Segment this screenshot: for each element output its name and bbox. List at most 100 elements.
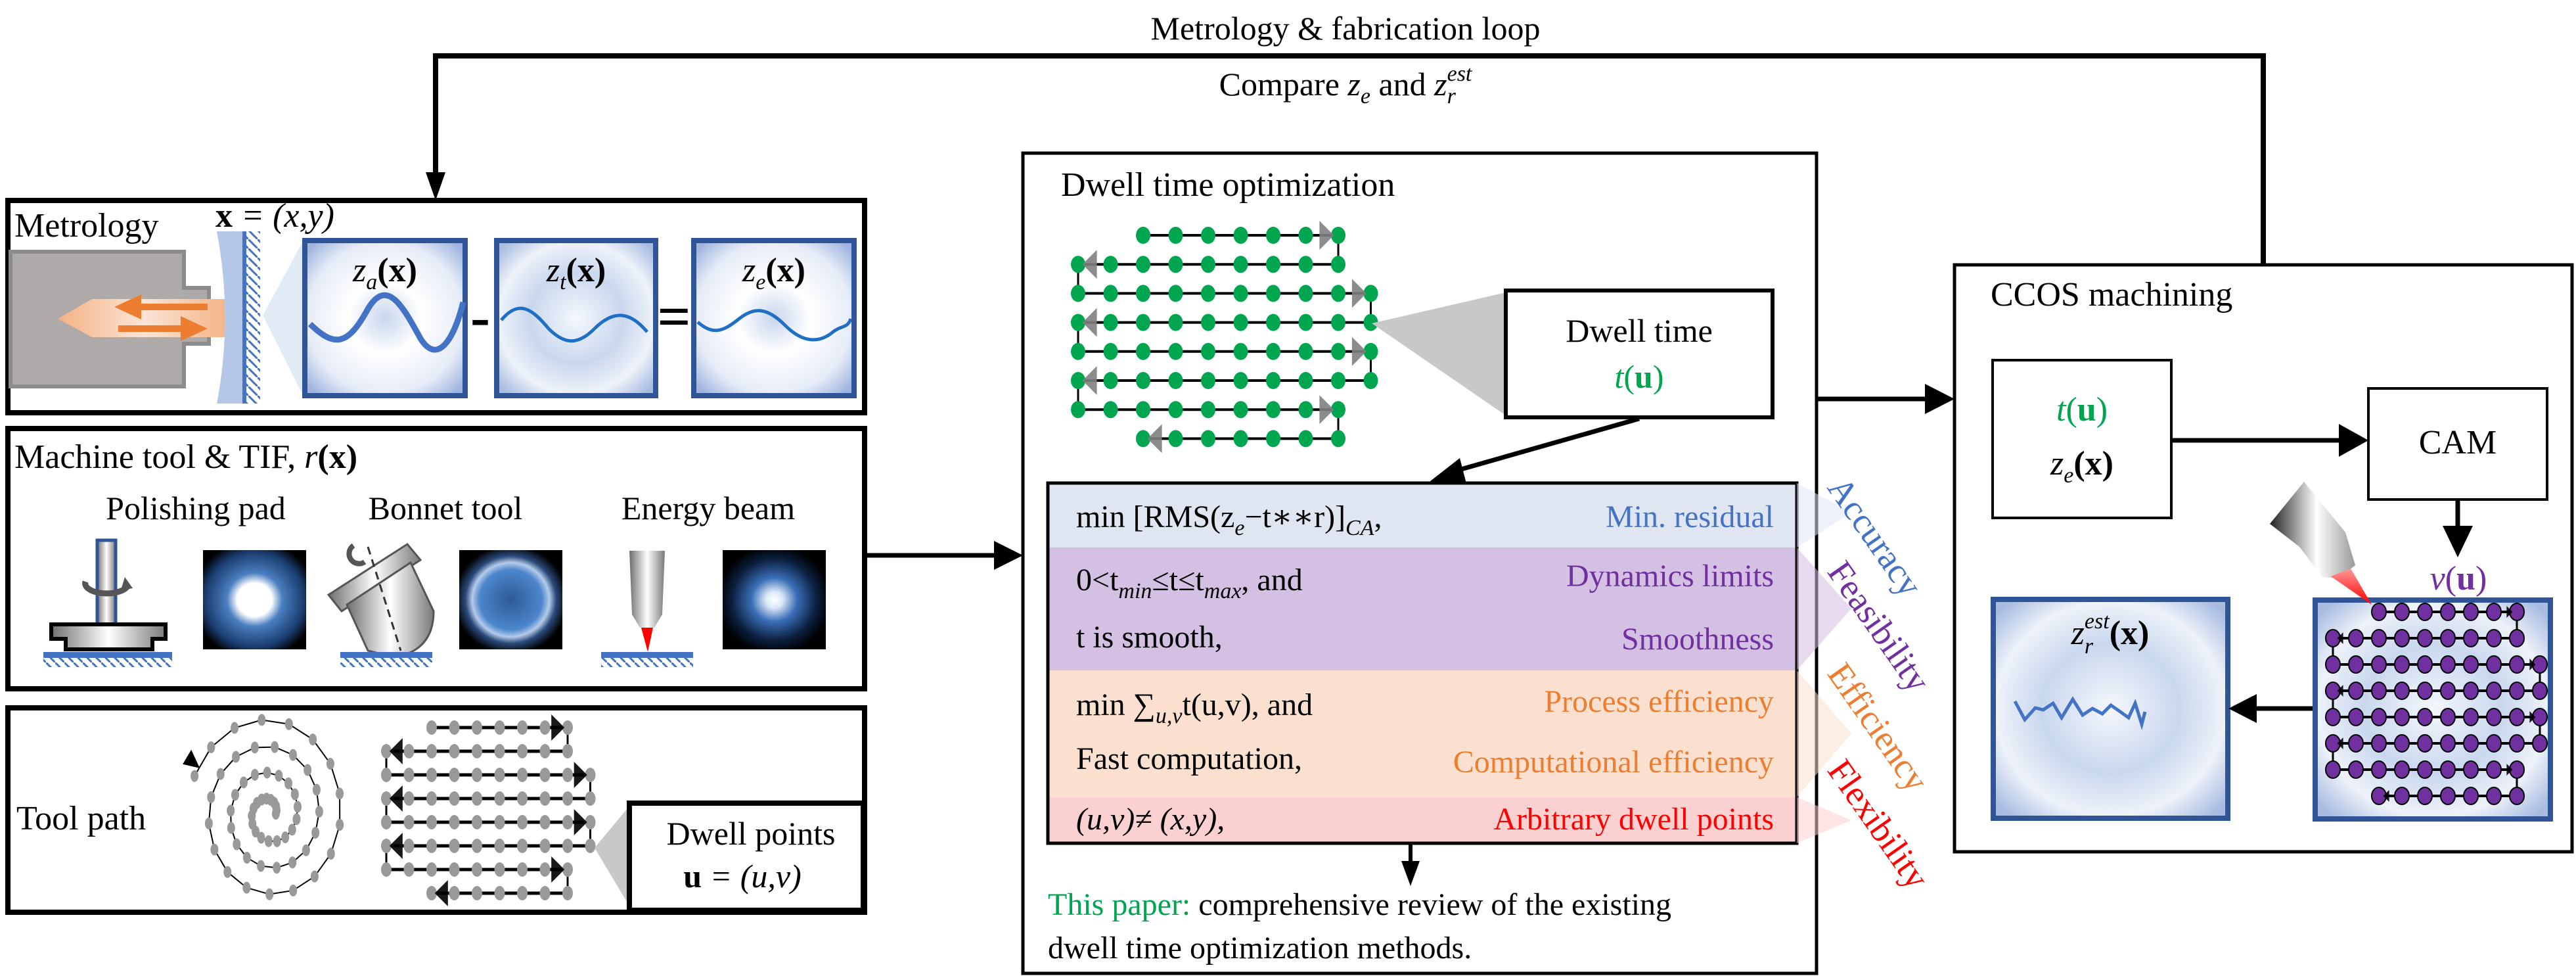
dwell-point [494, 791, 505, 806]
dwell-point [1233, 372, 1248, 389]
loop-title: Metrology & fabrication loop [1151, 10, 1541, 47]
dwell-point [381, 744, 392, 758]
arrowhead-dwelltime-to-formulas [1427, 458, 1466, 484]
dwell-time-label: Dwell time [1566, 312, 1713, 349]
dwell-point [2440, 760, 2456, 779]
dwell-point [472, 839, 482, 853]
criterion-arbitrary-dwell-points: Arbitrary dwell points [1493, 802, 1774, 837]
dwell-point [2463, 682, 2479, 700]
dwell-point [494, 839, 505, 853]
dwell-point [517, 886, 528, 900]
dwell-point [517, 815, 528, 829]
category-arrow-feasibility [1797, 547, 1851, 670]
objective-feasibility-formula: 0<tmin≤t≤tmax, and [1076, 563, 1303, 603]
ccos-title: CCOS machining [1991, 276, 2232, 314]
dwell-point [2371, 655, 2387, 674]
dwell-point [562, 886, 573, 900]
band-accuracy [1048, 483, 1797, 547]
dwell-point [1103, 256, 1118, 273]
objective-accuracy-formula: min [RMS(ze−t∗∗r)]CA, [1076, 500, 1382, 540]
dwell-point [242, 881, 251, 894]
dwell-point [1298, 401, 1313, 419]
dwell-point [2463, 734, 2479, 753]
dwell-point [257, 860, 265, 872]
direction-arrow [574, 809, 587, 835]
interferometer-icon [9, 250, 230, 388]
objective-efficiency-formula: min ∑u,vt(u,v), and [1076, 687, 1313, 728]
dwell-point [1103, 342, 1118, 360]
dwell-point [2417, 655, 2433, 674]
surface-map-zt: zt(x) [494, 238, 658, 398]
dwell-point [403, 744, 415, 758]
category-arrow-efficiency [1797, 670, 1851, 797]
dwell-point [288, 856, 297, 869]
arrowhead-cam-to-feed [2443, 526, 2473, 557]
dwell-point [2440, 655, 2456, 674]
dwell-point [449, 720, 460, 735]
machining-feed-grid [2325, 603, 2548, 805]
dwell-point [2440, 629, 2456, 647]
dwell-point [449, 839, 460, 853]
dwell-point [1136, 256, 1150, 273]
equals-operator: = [657, 285, 690, 350]
dwell-point [1266, 227, 1280, 244]
dwell-point [426, 791, 437, 806]
dwell-point [315, 805, 323, 818]
polishing-pad-icon [43, 538, 172, 667]
dwell-point [449, 815, 460, 829]
dwell-point [1233, 430, 1248, 448]
dwell-point [275, 770, 283, 782]
raster-tool-path [381, 714, 596, 906]
svg-text:zt(x): zt(x) [546, 252, 606, 294]
direction-arrow [1319, 221, 1334, 250]
dwell-points-formula: u = (u,v) [683, 858, 802, 895]
dwell-point [2440, 734, 2456, 753]
dwell-point [232, 751, 240, 763]
dwell-point [1363, 314, 1378, 331]
dwell-point [1266, 372, 1280, 389]
dwell-point [539, 791, 551, 806]
dwell-point [1266, 430, 1280, 448]
dwell-point [2463, 760, 2479, 779]
dwell-point [2486, 655, 2502, 674]
dwell-point [1136, 401, 1150, 419]
dwell-point [2417, 603, 2433, 621]
dwell-point [284, 718, 293, 730]
dwell-point [2440, 603, 2456, 621]
dwell-point [1298, 342, 1313, 360]
dwell-point [1298, 227, 1313, 244]
dwell-point [1168, 342, 1183, 360]
dwell-point [1136, 342, 1150, 360]
dwell-point [426, 744, 437, 758]
dwell-point [1298, 256, 1313, 273]
dwell-point [2463, 655, 2479, 674]
svg-text:zrest(x): zrest(x) [2071, 609, 2150, 659]
dwell-point [494, 768, 505, 782]
dwell-point [539, 815, 551, 829]
dwell-point [1071, 372, 1085, 389]
arrowhead-machining-to-residual [2228, 694, 2257, 723]
dwell-point [1266, 314, 1280, 331]
dwell-point [207, 741, 215, 754]
dwell-optimization-title: Dwell time optimization [1061, 166, 1395, 204]
dwell-point [1201, 372, 1215, 389]
dwell-point [1201, 401, 1215, 419]
tool-path-panel: Tool path Dwell points u = (u,v) [5, 705, 867, 915]
dwell-point [2486, 787, 2502, 805]
direction-arrow [389, 833, 403, 859]
dwell-point [539, 886, 551, 900]
dwell-point [426, 768, 437, 782]
machine-tool-title: Machine tool & TIF, r(x) [14, 438, 357, 476]
dwell-point [449, 886, 460, 900]
spiral-tool-path [183, 714, 344, 900]
dwell-point [381, 815, 392, 829]
dwell-point [1266, 285, 1280, 302]
dwell-point [227, 822, 235, 834]
ccos-machining-panel: CCOS machining t(u) ze(x) CAM v(u) zrest… [1953, 263, 2574, 854]
dwell-point [449, 791, 460, 806]
dwell-point [562, 768, 573, 782]
dwell-point [426, 815, 437, 829]
dwell-point [585, 839, 596, 853]
direction-arrow [1082, 366, 1097, 395]
dwell-point [288, 824, 296, 836]
